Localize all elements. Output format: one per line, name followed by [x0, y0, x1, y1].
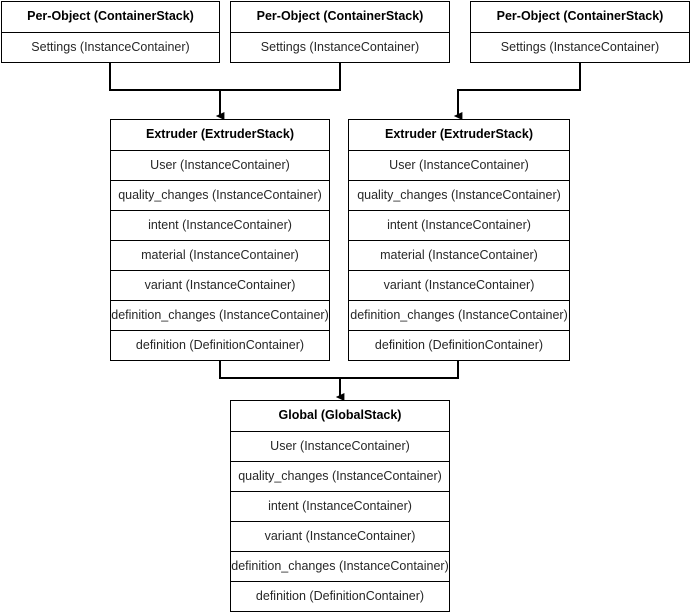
- node-extruder-2-row-definition-changes: definition_changes (InstanceContainer): [349, 300, 569, 330]
- node-per-object-1-row-settings: Settings (InstanceContainer): [2, 32, 219, 62]
- node-extruder-1-row-definition-changes: definition_changes (InstanceContainer): [111, 300, 329, 330]
- node-extruder-2-header: Extruder (ExtruderStack): [385, 127, 533, 141]
- node-per-object-3-header: Per-Object (ContainerStack): [496, 9, 664, 23]
- node-per-object-2-header: Per-Object (ContainerStack): [256, 9, 424, 23]
- node-extruder-2[interactable]: Extruder (ExtruderStack) User (InstanceC…: [348, 119, 570, 361]
- edge-per-object-3-to-extruder-2: [453, 62, 581, 121]
- node-per-object-3-row-settings: Settings (InstanceContainer): [471, 32, 689, 62]
- node-extruder-1-row-variant: variant (InstanceContainer): [111, 270, 329, 300]
- node-global[interactable]: Global (GlobalStack) User (InstanceConta…: [230, 400, 450, 612]
- node-extruder-1-row-user: User (InstanceContainer): [111, 150, 329, 180]
- node-extruder-1-row-material: material (InstanceContainer): [111, 240, 329, 270]
- node-extruder-2-row-definition: definition (DefinitionContainer): [349, 330, 569, 360]
- node-extruder-2-row-intent: intent (InstanceContainer): [349, 210, 569, 240]
- edge-extruder-2-to-global: [340, 360, 459, 379]
- node-global-row-user: User (InstanceContainer): [231, 431, 449, 461]
- node-extruder-2-row-material: material (InstanceContainer): [349, 240, 569, 270]
- node-global-header: Global (GlobalStack): [278, 408, 402, 422]
- edge-extruder-1-to-global: [219, 360, 340, 379]
- node-extruder-1-row-intent: intent (InstanceContainer): [111, 210, 329, 240]
- node-extruder-2-row-variant: variant (InstanceContainer): [349, 270, 569, 300]
- node-global-row-definition-changes: definition_changes (InstanceContainer): [231, 551, 449, 581]
- node-per-object-1-header: Per-Object (ContainerStack): [27, 9, 194, 23]
- node-extruder-1-row-quality-changes: quality_changes (InstanceContainer): [111, 180, 329, 210]
- edge-per-object-1-to-extruder-1: [109, 62, 220, 91]
- node-global-row-variant: variant (InstanceContainer): [231, 521, 449, 551]
- node-per-object-2-row-settings: Settings (InstanceContainer): [231, 32, 449, 62]
- node-global-row-definition: definition (DefinitionContainer): [231, 581, 449, 611]
- node-per-object-2[interactable]: Per-Object (ContainerStack) Settings (In…: [230, 1, 450, 63]
- node-per-object-3[interactable]: Per-Object (ContainerStack) Settings (In…: [470, 1, 690, 63]
- node-global-row-intent: intent (InstanceContainer): [231, 491, 449, 521]
- node-global-row-quality-changes: quality_changes (InstanceContainer): [231, 461, 449, 491]
- edge-per-object-2-to-extruder-1: [220, 62, 341, 91]
- node-extruder-2-row-quality-changes: quality_changes (InstanceContainer): [349, 180, 569, 210]
- node-extruder-1-row-definition: definition (DefinitionContainer): [111, 330, 329, 360]
- node-extruder-1-header: Extruder (ExtruderStack): [146, 127, 294, 141]
- node-extruder-2-row-user: User (InstanceContainer): [349, 150, 569, 180]
- node-extruder-1[interactable]: Extruder (ExtruderStack) User (InstanceC…: [110, 119, 330, 361]
- node-per-object-1[interactable]: Per-Object (ContainerStack) Settings (In…: [1, 1, 220, 63]
